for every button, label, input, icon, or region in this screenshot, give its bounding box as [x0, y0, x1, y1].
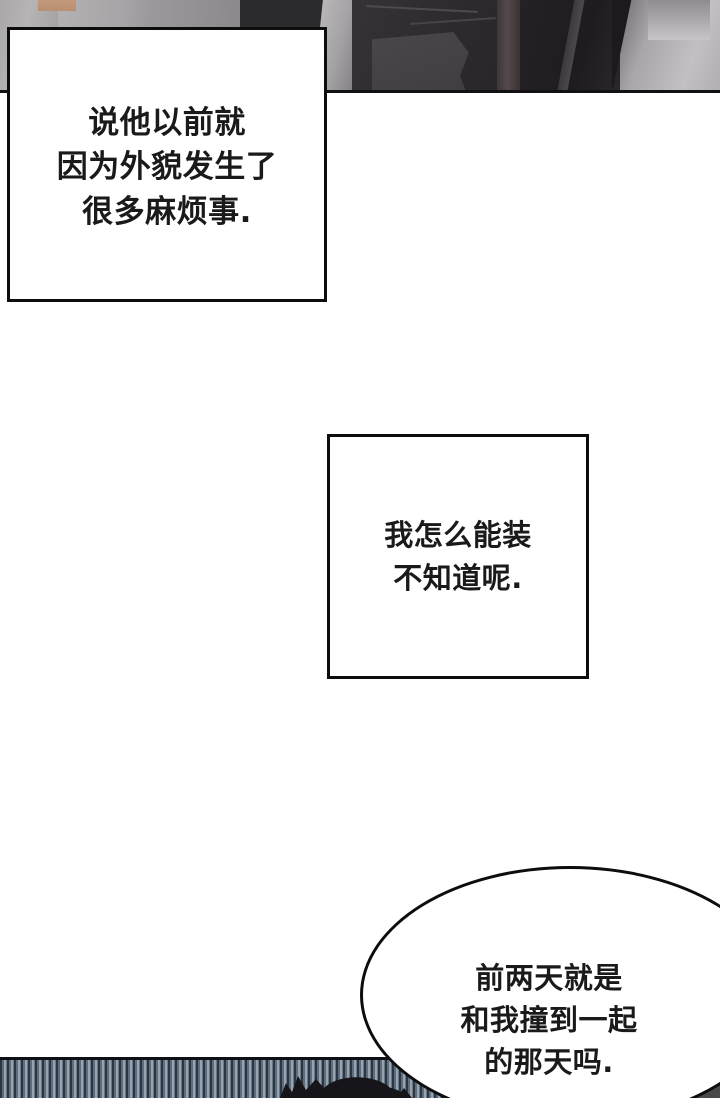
coat-fold-region [372, 32, 469, 90]
speech-box-2: 我怎么能装 不知道呢. [327, 434, 589, 679]
speech-bubble-oval: 前两天就是 和我撞到一起 的那天吗. [360, 866, 720, 1098]
speech-bubble-text: 前两天就是 和我撞到一起 的那天吗. [460, 961, 638, 1080]
speech-box-1-text: 说他以前就 因为外貌发生了 很多麻烦事. [56, 105, 278, 230]
speech-box-1: 说他以前就 因为外貌发生了 很多麻烦事. [7, 27, 327, 302]
hair-silhouette-icon [280, 1076, 412, 1098]
speech-box-2-text: 我怎么能装 不知道呢. [384, 518, 532, 595]
strap-region [497, 0, 520, 90]
skin-patch-region [38, 0, 76, 11]
right-sheen-highlight [648, 0, 710, 40]
